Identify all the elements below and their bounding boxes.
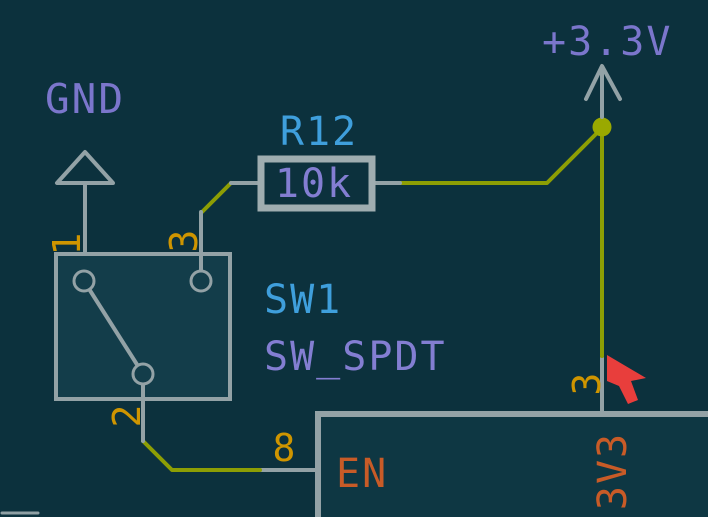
gnd-triangle-icon — [55, 150, 115, 185]
ic-pin-en-name: EN — [336, 451, 388, 497]
switch-reference[interactable]: SW1 — [264, 277, 342, 323]
switch-contact-2[interactable] — [131, 362, 155, 386]
switch-pin3-number: 3 — [162, 228, 206, 253]
resistor-reference[interactable]: R12 — [280, 109, 358, 155]
gnd-power-symbol[interactable]: GND — [45, 75, 125, 274]
wire-sw-pin2-to-ic-en[interactable] — [141, 439, 262, 472]
ic-pin-en-number: 8 — [273, 426, 298, 470]
ic-symbol[interactable]: 8 EN 3 3V3 — [258, 356, 708, 517]
power-arrow-icon — [584, 64, 622, 101]
switch-contact-1[interactable] — [72, 269, 96, 293]
resistor-value[interactable]: 10k — [275, 161, 353, 207]
switch-pin2-number: 2 — [105, 403, 149, 428]
cursor-arrow-icon — [607, 355, 646, 404]
v33-label: +3.3V — [542, 19, 672, 65]
ic-pin-3v3-number: 3 — [565, 371, 609, 396]
wires[interactable] — [141, 117, 612, 472]
resistor-body[interactable] — [257, 155, 376, 212]
switch-lever[interactable] — [82, 279, 145, 376]
v33-power-symbol[interactable]: +3.3V — [542, 19, 672, 119]
switch-value[interactable]: SW_SPDT — [264, 334, 447, 380]
ic-pin-3v3-name: 3V3 — [590, 432, 636, 510]
switch-pin1-number: 1 — [45, 231, 89, 256]
switch-contact-3[interactable] — [189, 269, 213, 293]
switch-symbol[interactable]: 1 3 2 SW1 SW_SPDT — [45, 210, 447, 443]
gnd-label: GND — [45, 75, 125, 123]
ic-body[interactable] — [315, 411, 708, 517]
wire-resistor-to-junction[interactable] — [398, 126, 604, 185]
resistor-symbol[interactable]: R12 10k — [229, 109, 402, 212]
wire-resistor-to-sw-pin3[interactable] — [199, 181, 233, 215]
junction-dot[interactable] — [592, 117, 612, 137]
